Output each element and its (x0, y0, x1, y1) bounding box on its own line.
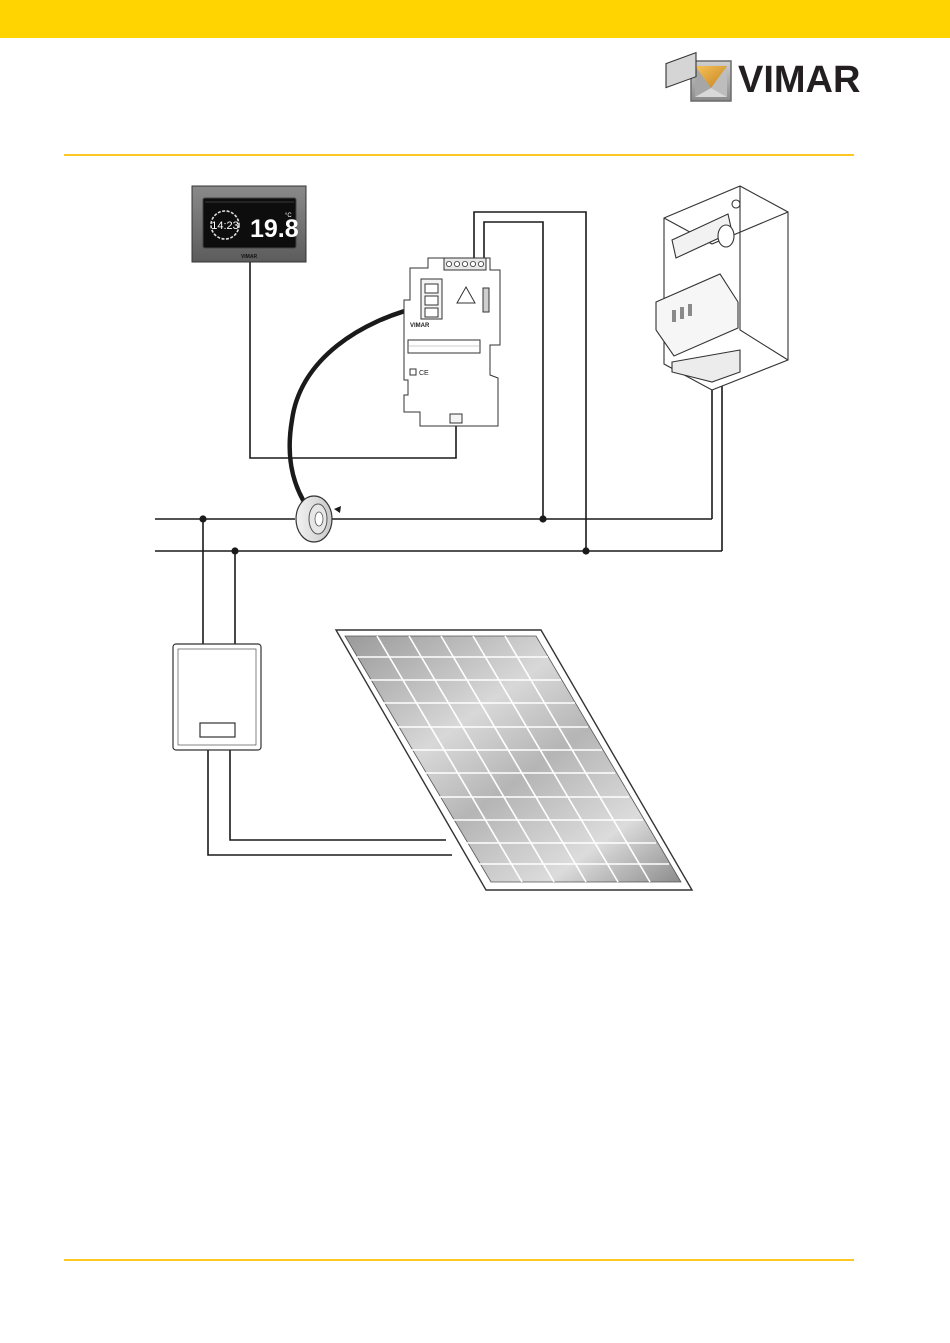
junction-dot (582, 547, 589, 554)
thermostat-brand: VIMAR (241, 254, 258, 260)
energy-meter (656, 53, 788, 390)
inverter (173, 644, 261, 750)
solar-panel (336, 630, 692, 890)
gateway-feed-1 (484, 222, 543, 519)
gateway-ce-mark: CE (419, 370, 429, 377)
gateway-brand: VIMAR (410, 323, 430, 329)
junctions (199, 515, 589, 554)
energy-gateway (404, 258, 500, 426)
flow-direction-arrow (334, 506, 341, 513)
thermostat-unit: °C (285, 213, 292, 219)
thermostat-device: 14:23 19.8 °C VIMAR (192, 186, 306, 262)
thermostat-time: 14:23 (211, 220, 239, 232)
junction-dot (231, 547, 238, 554)
thermostat-temperature: 19.8 (250, 215, 299, 243)
junction-dot (199, 515, 206, 522)
inverter-display (200, 723, 235, 737)
junction-dot (539, 515, 546, 522)
